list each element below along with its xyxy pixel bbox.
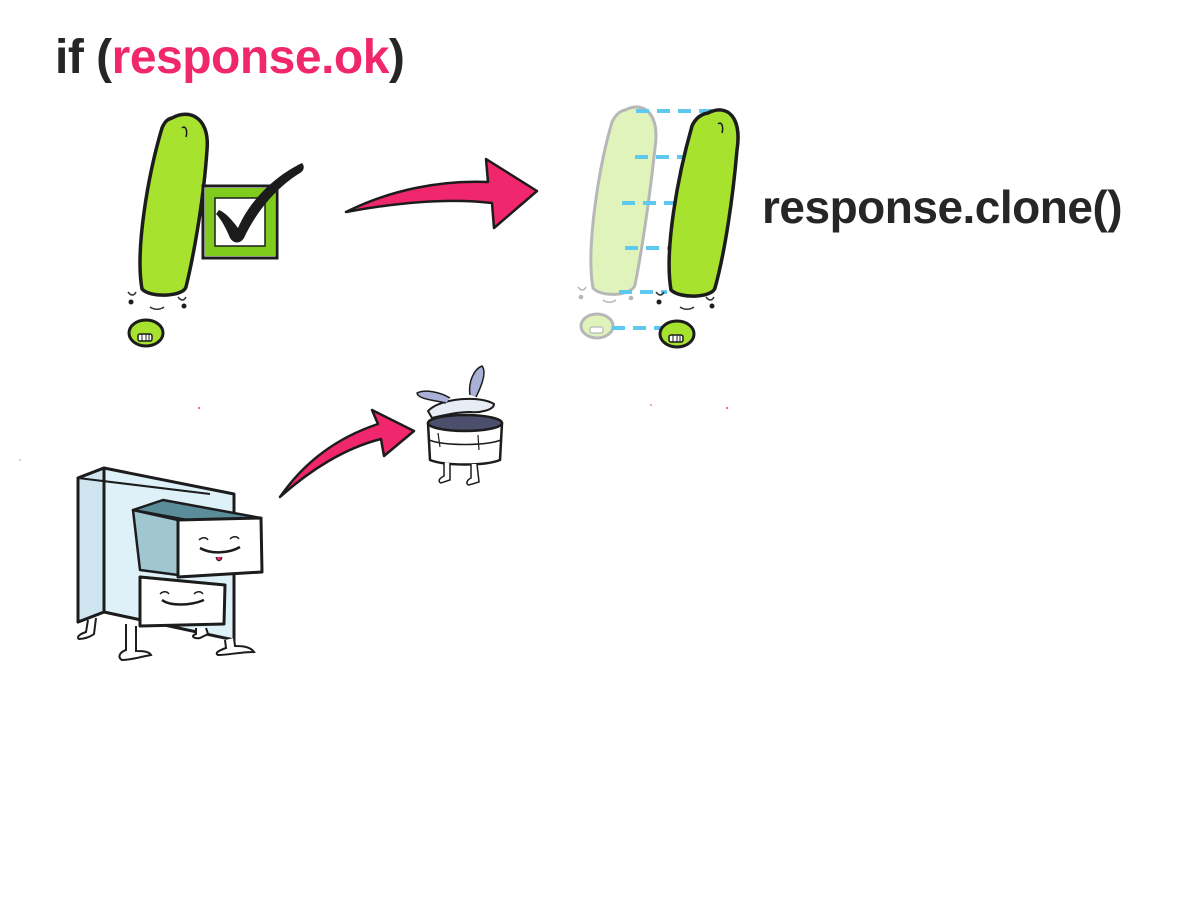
curved-arrow-icon	[278, 408, 416, 499]
checkbox-checked-icon	[201, 163, 304, 260]
clone-ghost-exclamation	[577, 105, 658, 340]
clone-exclamation	[655, 108, 740, 349]
cloned-exclamation-icon	[577, 105, 740, 349]
curved-arrow-icon	[344, 157, 539, 230]
page-heading: if (response.ok)	[55, 30, 405, 85]
cache-bucket-icon	[416, 365, 504, 486]
decorative-specks	[19, 404, 728, 461]
face-icon	[127, 291, 187, 310]
exclamation-mark-icon	[127, 112, 209, 348]
heading-suffix: )	[388, 31, 405, 84]
heading-code: response.ok	[111, 31, 390, 84]
filing-cabinet-icon	[76, 466, 264, 662]
heading-prefix: if (	[55, 31, 112, 84]
clone-link-dashes	[612, 109, 713, 330]
clone-method-label: response.clone()	[762, 181, 1123, 233]
exclamation-dot-icon	[127, 318, 165, 348]
